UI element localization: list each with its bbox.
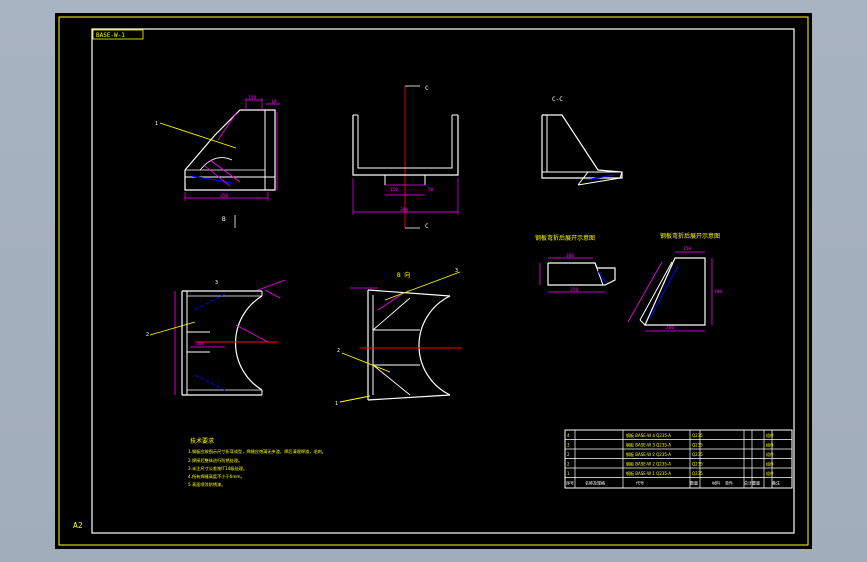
dim-front-top1: 150 (248, 95, 256, 101)
bom-cell: Q235 (692, 471, 703, 476)
bom-header-cell: 重量 (752, 480, 760, 486)
balloon-1a: 1 (155, 121, 158, 127)
section-label-bottom: C (425, 223, 429, 230)
sheet-outer-border (58, 16, 809, 546)
bom-cell: 组件 (766, 461, 774, 467)
section-label-top: C (425, 85, 429, 92)
bom-cell: Q235 (692, 443, 703, 448)
bom-cell: 钢板 BASE-W 4 Q235-A (626, 432, 671, 438)
dim-plan-left: 260 (196, 341, 204, 347)
front-view (159, 98, 280, 201)
balloon-3b: 3 (455, 268, 458, 274)
bom-cell: 钢板 BASE-W 1 Q235-A (626, 470, 671, 476)
center-view (352, 85, 459, 229)
bom-table: 4 钢板 BASE-W 4 Q235-A Q235 组件 3 钢板 BASE-W 3 Q2… (564, 429, 793, 489)
bom-cell: 钢板 BASE-W 2 Q235-A (626, 451, 671, 457)
bom-header-cell: 序号 (566, 480, 574, 486)
bom-cell: Q235 (692, 452, 703, 457)
section-view-title: C-C (552, 96, 563, 103)
bom-cell: 组件 (766, 442, 774, 448)
bom-cell: 1 (567, 471, 570, 476)
bom-cell: 3 (567, 443, 570, 448)
dim-unfold-b: 350 (570, 287, 578, 293)
dim-unfold-a: 100 (566, 253, 574, 259)
sheet-background (55, 13, 812, 549)
notes-title: 技术要求 (190, 437, 214, 445)
unfold-left-title: 钢板弯折后展开示意图 (535, 234, 595, 242)
bom-header-cell: 备注 (772, 480, 780, 486)
bom-cell: Q235 (692, 462, 703, 467)
title-box-text: BASE-W-1 (96, 32, 125, 39)
bom-cell: 组件 (766, 451, 774, 457)
bom-cell: 钢板 BASE-W 2 Q235-A (626, 461, 671, 467)
note-line-2: 2.焊接后整体进行防锈处理。 (188, 457, 242, 464)
section-cc-view (541, 114, 623, 186)
balloon-3a: 3 (215, 280, 218, 286)
bom-cell: 钢板 BASE-W 3 Q235-A (626, 442, 671, 448)
bom-cell: 4 (567, 433, 570, 438)
bom-cell: Q235 (692, 433, 703, 438)
sheet-number: A2 (73, 521, 83, 530)
bom-header-cell: 总计 (744, 480, 752, 486)
title-box (92, 29, 144, 40)
bom-cell: 2 (567, 452, 570, 457)
note-line-5: 5.表面喷涂防锈漆。 (188, 481, 226, 488)
balloon-2a: 2 (146, 332, 149, 338)
view-b-label-right: B 向 (397, 271, 410, 279)
unfold-right-view (627, 251, 713, 332)
dim-front-top2: 10 (271, 99, 277, 105)
unfold-left-view (539, 257, 616, 293)
bom-header-cell: 材料 (712, 480, 720, 486)
dim-unfold-c: 150 (683, 246, 691, 252)
note-line-1: 1.钢板应按图示尺寸折弯成型，焊缝应饱满无夹渣，焊后清理焊渣，毛刺。 (188, 448, 326, 455)
bom-cell: 组件 (766, 432, 774, 438)
sheet-inner-frame (91, 28, 795, 534)
note-line-4: 4.所有焊缝高度不小于6mm。 (188, 473, 245, 480)
bom-header-cell: 数量 (690, 480, 698, 486)
dim-unfold-e: 300 (714, 289, 722, 295)
plan-view-left (149, 279, 286, 396)
dim-front-bottom: 350 (220, 193, 228, 199)
bom-header-cell: 名称及规格 (585, 480, 605, 486)
bom-cell: 组件 (766, 470, 774, 476)
unfold-right-title: 钢板弯折后展开示意图 (660, 232, 720, 240)
balloon-2b: 2 (337, 348, 340, 354)
dim-unfold-d: 200 (666, 325, 674, 331)
dim-center-total: 380 (400, 207, 408, 213)
balloon-1b: 1 (335, 401, 338, 407)
plan-view-right (339, 271, 462, 403)
dim-center-b: 50 (428, 187, 434, 193)
view-b-label-left: B (222, 216, 226, 223)
bom-cell: 2 (567, 462, 570, 467)
bom-header-cell: 代号 (636, 480, 644, 486)
bom-header-cell: 单件 (725, 480, 733, 486)
dim-center-a: 150 (390, 187, 398, 193)
note-line-3: 3.未注尺寸公差按IT14级处理。 (188, 465, 247, 472)
